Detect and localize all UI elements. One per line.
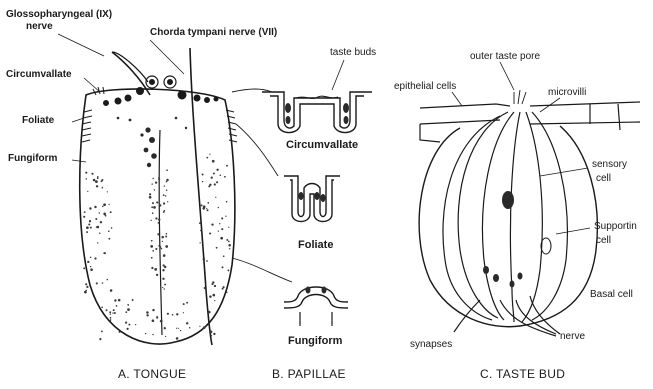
epithelial-layer xyxy=(420,102,640,142)
fungiform-tongue-label: Fungiform xyxy=(8,154,57,165)
circumvallate-tongue-label: Circumvallate xyxy=(6,70,72,81)
glossopharyngeal-label: Glossopharyngeal (IX) xyxy=(6,10,112,21)
foliate-papilla-label: Foliate xyxy=(298,240,333,252)
outer-taste-pore-label: outer taste pore xyxy=(470,52,540,63)
sensory-cell-label-line2: cell xyxy=(596,174,611,185)
circumvallate-papilla-label: Circumvallate xyxy=(286,140,358,152)
epithelial-cells-label: epithelial cells xyxy=(394,82,456,93)
synapses-label: synapses xyxy=(410,340,452,351)
taste-buds-label: taste buds xyxy=(330,48,376,59)
chorda-tympani-label: Chorda tympani nerve (VII) xyxy=(150,28,277,39)
supporting-cell-label-line2: cell xyxy=(596,236,611,247)
microvilli-label: microvilli xyxy=(548,88,586,99)
microvilli-lines xyxy=(514,90,526,104)
caption-tongue: A. TONGUE xyxy=(118,368,186,381)
fungiform-papilla-label: Fungiform xyxy=(288,336,342,348)
supporting-cell-label-line1: Supportin xyxy=(594,222,637,233)
sensory-cell-nucleus xyxy=(483,191,551,288)
sensory-cell-label-line1: sensory xyxy=(592,160,627,171)
caption-taste-bud: C. TASTE BUD xyxy=(480,368,565,381)
foliate-tongue-label: Foliate xyxy=(22,116,54,127)
basal-cell-label: Basal cell xyxy=(590,290,633,301)
taste-bud-cells xyxy=(443,112,567,322)
nerve-fibers xyxy=(454,296,560,336)
caption-papillae: B. PAPILLAE xyxy=(272,368,346,381)
glossopharyngeal-nerve-label: nerve xyxy=(26,22,53,33)
nerve-label: nerve xyxy=(560,332,585,343)
taste-bud-capsule xyxy=(419,126,597,327)
